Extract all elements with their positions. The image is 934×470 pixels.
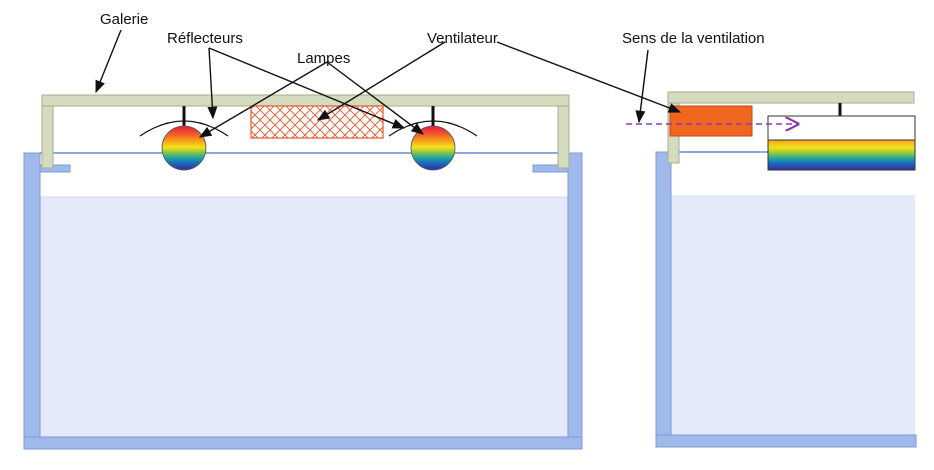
side-lamp <box>767 103 916 171</box>
front-left-wall <box>23 152 41 440</box>
lamp-left <box>139 106 229 171</box>
label-sens-ventilation: Sens de la ventilation <box>622 30 765 47</box>
reflector-left <box>139 120 229 137</box>
lampes-arrow-left <box>198 61 328 138</box>
front-right-wall <box>567 152 583 440</box>
front-bottom-wall <box>23 436 583 450</box>
reflector-right <box>388 120 478 137</box>
side-bottom-wall <box>655 434 917 448</box>
front-view <box>23 94 583 450</box>
ventilateur-arrow-side <box>496 41 682 113</box>
side-fan <box>669 105 753 137</box>
front-water <box>40 197 568 437</box>
label-reflecteurs: Réflecteurs <box>167 30 243 47</box>
label-lampes: Lampes <box>297 50 350 67</box>
lampes-arrow-right <box>326 61 425 135</box>
lamp-right <box>388 106 478 171</box>
side-water <box>671 195 915 435</box>
side-left-wall <box>655 151 672 443</box>
side-view <box>626 91 917 448</box>
galerie-arrow <box>95 29 122 94</box>
label-ventilateur: Ventilateur <box>427 30 498 47</box>
callout-arrows <box>95 29 682 138</box>
sens-ventilation-arrow <box>635 49 649 124</box>
front-air-gap <box>40 153 568 197</box>
reflecteurs-arrow-left <box>207 47 218 120</box>
label-galerie: Galerie <box>100 11 148 28</box>
reflecteurs-arrow-right <box>208 47 406 129</box>
ventilateur-arrow-front <box>316 41 446 121</box>
front-left-ledge <box>39 164 71 173</box>
